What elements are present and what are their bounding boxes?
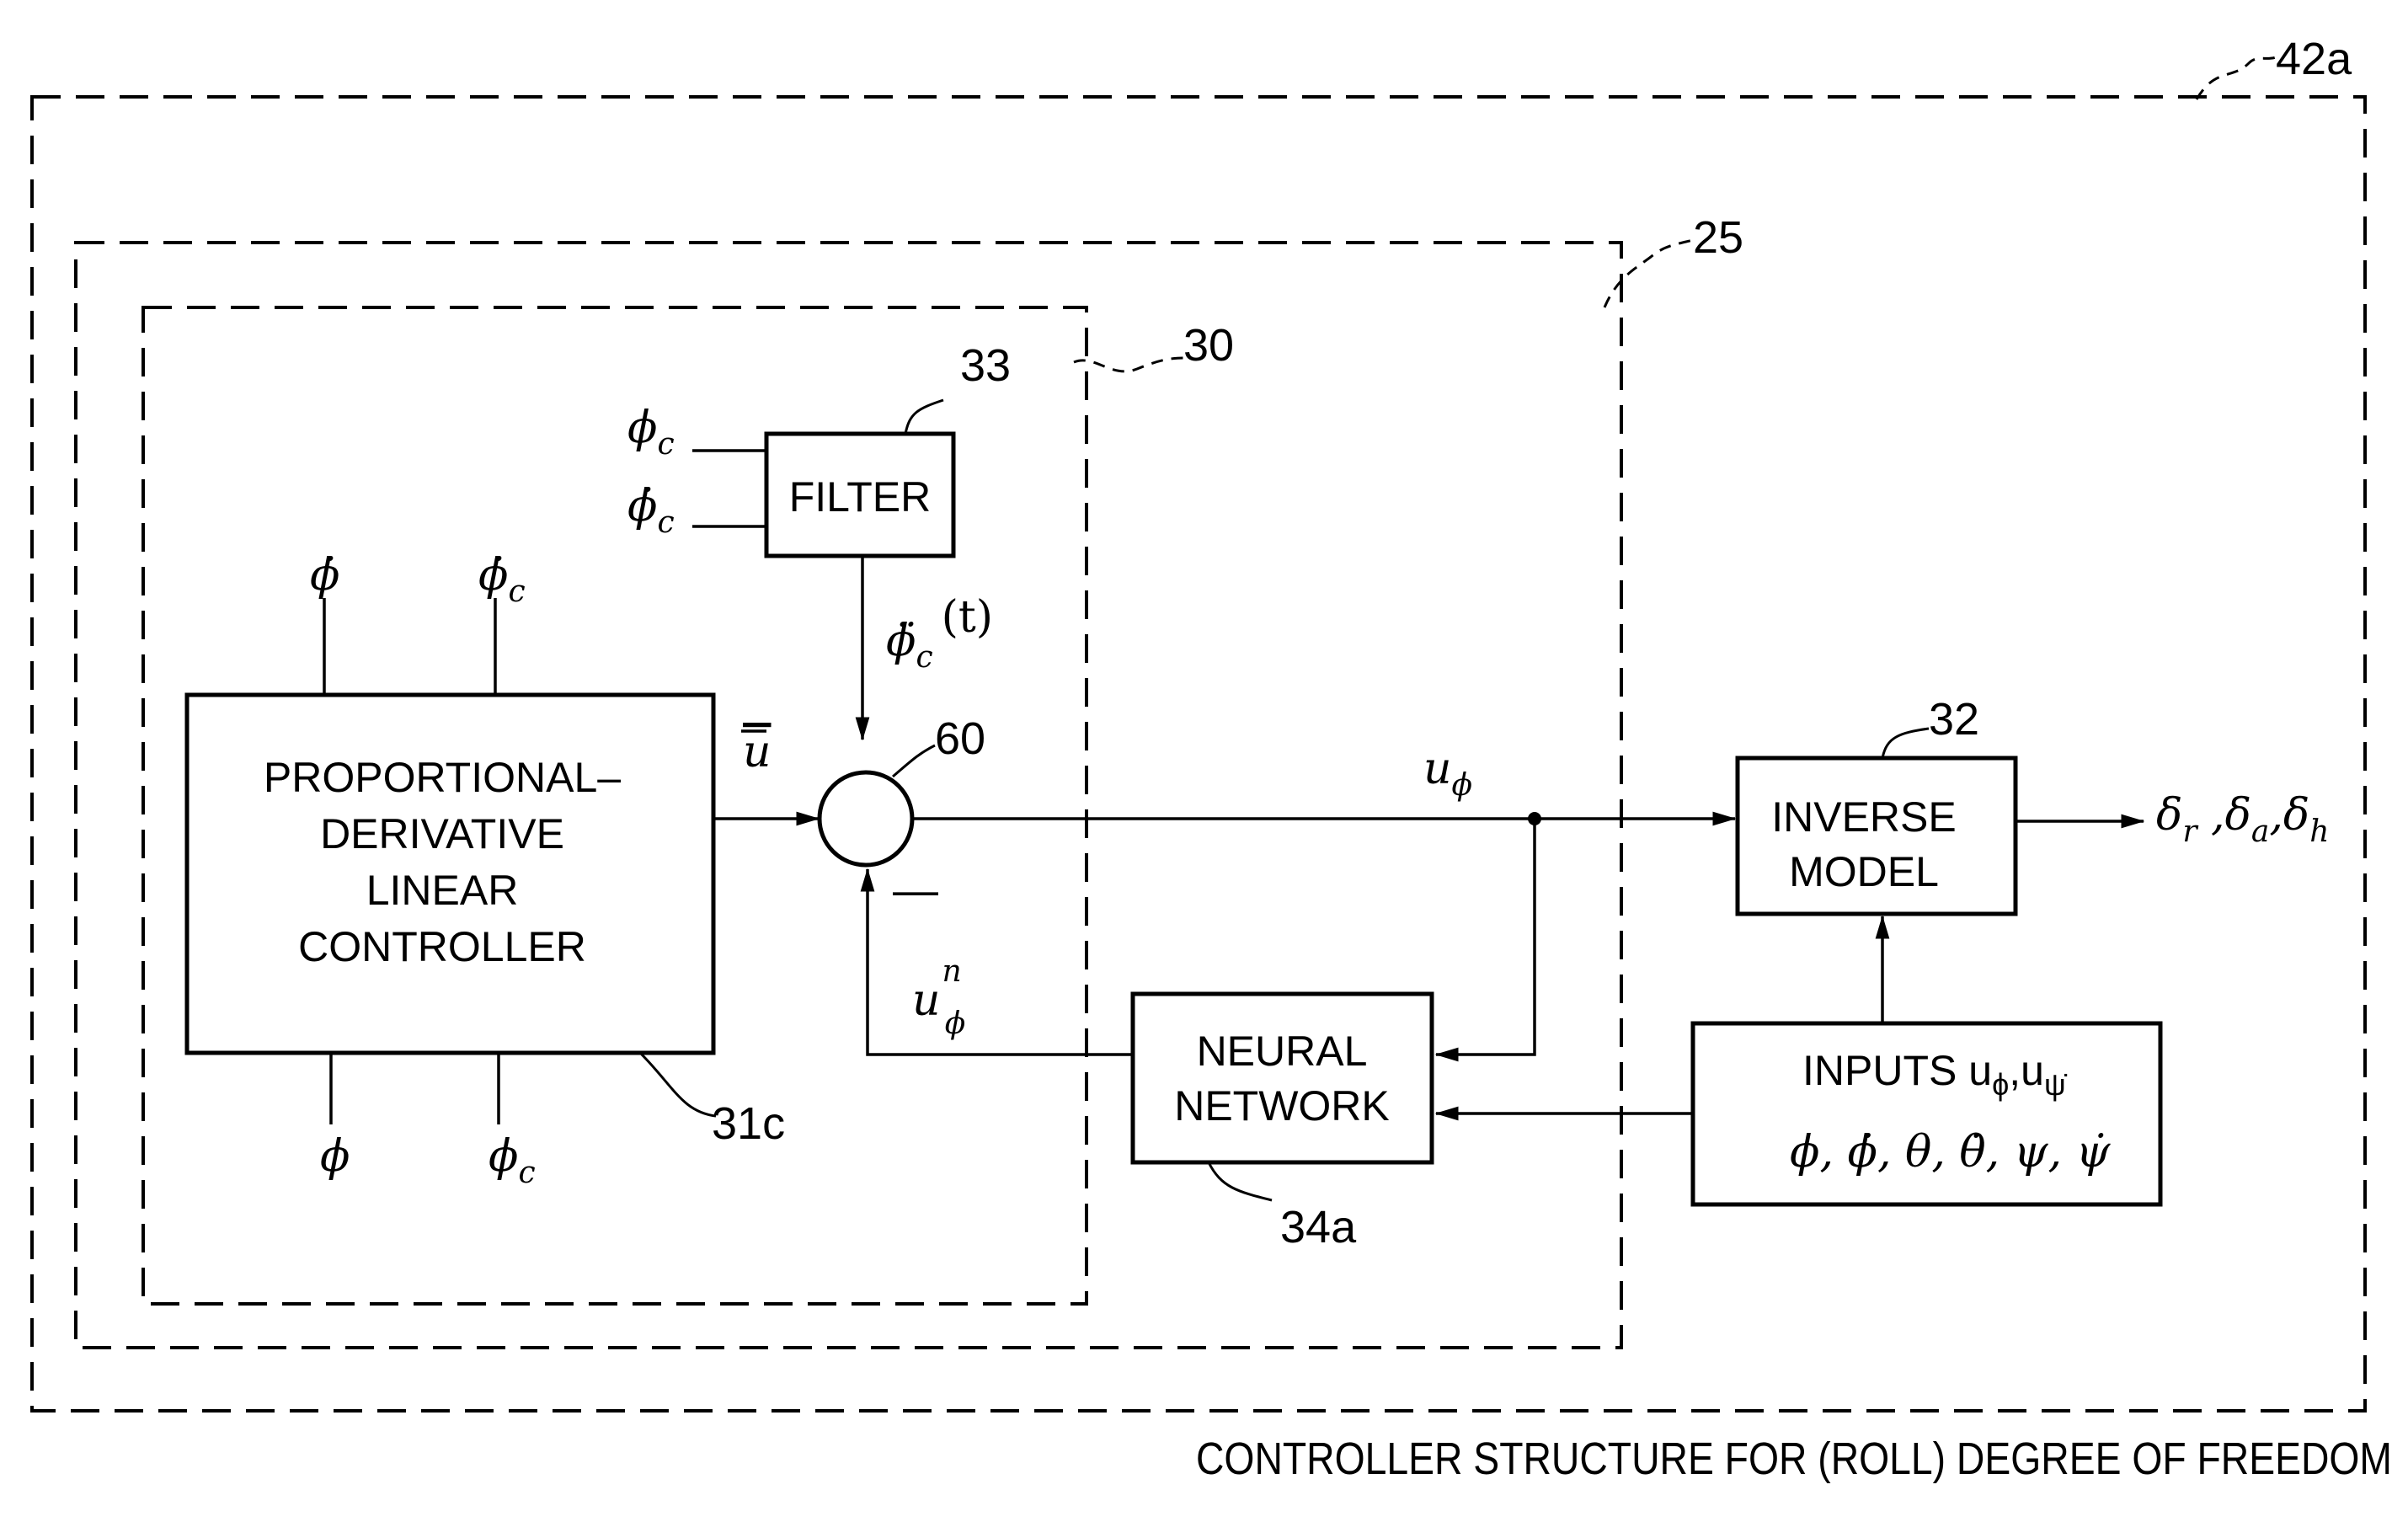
pd-input-bottom-right-label: ϕc [489,1131,536,1190]
leader-34a [1209,1162,1272,1200]
leader-60 [893,745,935,777]
summer-minus-sign: — [893,865,938,916]
ref-31c: 31c [712,1098,785,1149]
inputs-line-1: INPUTS uϕ,uψ̇ [1802,1047,2068,1102]
leader-42a [2197,57,2276,99]
ref-60: 60 [935,713,985,764]
filter-input-bottom-label: ϕ̇c [627,481,675,540]
pd-controller-line-2: DERIVATIVE [320,810,564,857]
pd-input-top-right-label: ϕ̇c [478,550,526,609]
ref-33: 33 [960,340,1011,391]
pd-controller-line-3: LINEAR [366,867,519,914]
pd-controller-line-4: CONTROLLER [298,923,586,970]
inverse-model-line-2: MODEL [1789,848,1939,895]
leader-30 [1074,358,1183,371]
ref-30: 30 [1183,320,1234,371]
neural-network-block [1133,994,1432,1162]
leader-32 [1882,729,1929,758]
filter-output-label: ϕ̈c(t) [886,592,993,675]
inner-boundary-30 [143,307,1087,1304]
ref-34a: 34a [1280,1202,1357,1252]
inverse-model-line-1: INVERSE [1771,793,1957,841]
pd-controller-line-1: PROPORTIONAL– [264,754,621,801]
filter-input-top-label: ϕc [627,403,675,462]
neural-network-line-2: NETWORK [1174,1082,1390,1129]
neural-network-line-1: NEURAL [1197,1028,1368,1075]
u-phi-label: uϕ [1423,744,1472,803]
leader-25 [1604,240,1693,307]
ref-25: 25 [1693,212,1743,263]
u-bar-label: u [743,727,772,777]
leader-33 [905,400,943,434]
inputs-line-2: ϕ, ϕ̇, θ, θ̇, ψ, ψ̇ [1790,1127,2112,1178]
u-phi-n-label: unϕ [912,954,965,1041]
leader-31c [640,1053,716,1116]
branch-to-neural-network [1436,819,1535,1055]
filter-label: FILTER [789,473,932,521]
ref-32: 32 [1929,694,1979,745]
ref-42a: 42a [2276,34,2352,84]
pd-input-top-left-label: ϕ̇ [310,550,339,601]
summing-junction [820,772,912,865]
output-deltas-label: δr ,δa,δh [2156,790,2329,849]
figure-caption: CONTROLLER STRUCTURE FOR (ROLL) DEGREE O… [1196,1434,2392,1484]
pd-input-bottom-left-label: ϕ [320,1131,350,1182]
